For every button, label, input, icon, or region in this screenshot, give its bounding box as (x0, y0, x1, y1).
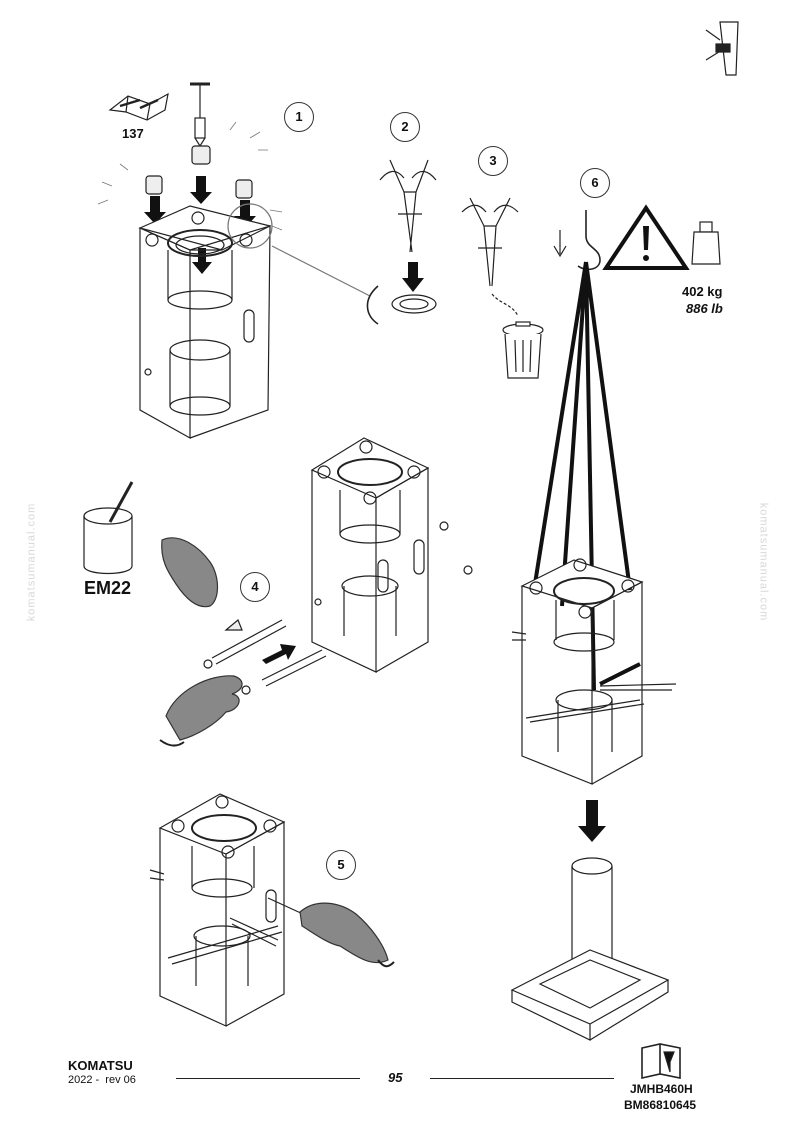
breaker-body-step1 (138, 203, 371, 440)
lifting-chains (532, 261, 632, 691)
footer-doc-code: BM86810645 (624, 1098, 697, 1112)
watermark-left: komatsumanual.com (25, 502, 38, 622)
grease-pot-icon (83, 481, 134, 575)
grease-label: EM22 (84, 578, 132, 598)
footer-rule-right (430, 1078, 614, 1079)
step-2-number: 2 (390, 112, 420, 142)
step-1-number: 1 (284, 102, 314, 132)
step-3-number: 3 (478, 146, 508, 176)
down-arrow-step6 (578, 800, 606, 842)
footer-model: JMHB460H (630, 1082, 693, 1096)
hammer-section-icon (705, 21, 739, 76)
sparkle-lines (97, 121, 283, 231)
assembly-stand (510, 857, 670, 1041)
circlip-pliers-step2 (379, 159, 437, 253)
footer-revision: 2022 - rev 06 (68, 1074, 136, 1086)
breaker-body-step5 (149, 793, 317, 1027)
breaker-body-step4 (310, 437, 473, 673)
extractor-tool-icon (190, 82, 210, 148)
pins-step4 (203, 619, 327, 695)
weight-kg-label: 402 kg (682, 284, 723, 299)
step-5-number: 5 (326, 850, 356, 880)
wrench-manual-icon (641, 1043, 681, 1079)
gloved-hand-top (161, 537, 219, 608)
breaker-body-step6 (511, 558, 677, 785)
manual-reference-page: 137 (122, 126, 144, 141)
trash-bin-icon (502, 321, 544, 379)
step-6-number: 6 (580, 168, 610, 198)
watermark-right: komatsumanual.com (757, 502, 770, 622)
footer-page-number: 95 (388, 1070, 403, 1085)
weight-icon (691, 221, 721, 265)
footer-brand: KOMATSU (68, 1058, 133, 1073)
weight-lb-label: 886 lb (686, 301, 723, 316)
circlip-pliers-step3 (461, 197, 519, 317)
warning-triangle-icon (602, 204, 690, 270)
lifting-hook-icon (553, 210, 601, 271)
circlip-ring (366, 285, 437, 325)
gloved-hand-bottom (159, 675, 243, 747)
step-4-number: 4 (240, 572, 270, 602)
manual-book-icon (108, 92, 169, 121)
plug-parts (145, 145, 253, 199)
gloved-hand-step5 (299, 902, 395, 968)
down-arrow-step2 (402, 262, 424, 292)
footer-rule-left (176, 1078, 360, 1079)
right-arrow-step4 (262, 644, 296, 664)
